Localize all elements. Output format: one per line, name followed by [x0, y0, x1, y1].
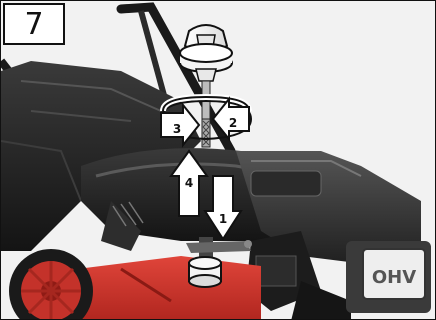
step-number: 7	[24, 7, 43, 42]
arrow-1-label: 1	[219, 212, 227, 226]
arrow-2-label: 2	[229, 116, 237, 130]
arrow-4-label: 4	[185, 176, 193, 190]
ohv-badge: OHV	[372, 267, 416, 288]
step-number-box: 7	[3, 3, 65, 45]
dipstick-rod	[202, 81, 210, 147]
oil-seal-ring	[189, 257, 221, 287]
arrow-3-label: 3	[173, 122, 181, 136]
